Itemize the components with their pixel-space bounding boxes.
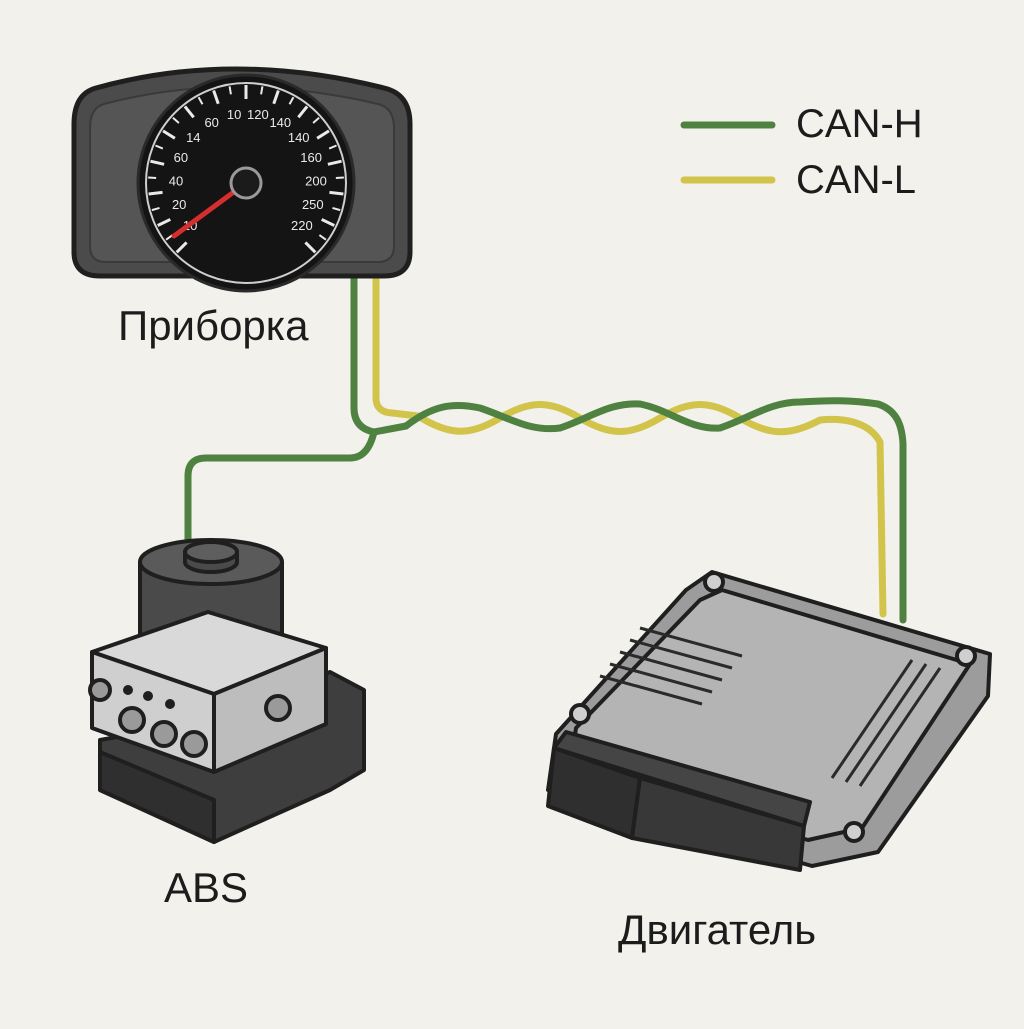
abs-can-h-wire bbox=[188, 432, 374, 548]
dial-number: 140 bbox=[269, 115, 291, 130]
dial-number: 40 bbox=[169, 174, 183, 189]
dial-tick bbox=[329, 192, 343, 194]
dial-number: 14 bbox=[186, 130, 200, 145]
legend-can-l-label: CAN-L bbox=[796, 158, 916, 203]
dial-number: 120 bbox=[247, 107, 269, 122]
legend-can-h-label: CAN-H bbox=[796, 102, 923, 147]
dial-number: 60 bbox=[174, 150, 188, 165]
instrument-cluster: 10204060146010120140140160200250220 bbox=[74, 69, 410, 291]
twisted-can-l-wire bbox=[418, 405, 883, 615]
dial-tick bbox=[149, 192, 163, 194]
dial-number: 160 bbox=[300, 150, 322, 165]
needle-hub bbox=[231, 168, 261, 198]
cluster-label: Приборка bbox=[118, 302, 308, 350]
dial-number: 220 bbox=[291, 218, 313, 233]
dial-number: 140 bbox=[288, 130, 310, 145]
dial-number: 10 bbox=[227, 107, 241, 122]
engine-label: Двигатель bbox=[618, 906, 816, 954]
cluster-can-l-wire bbox=[376, 276, 418, 416]
engine-ecu bbox=[548, 572, 990, 870]
dial-tick bbox=[261, 86, 262, 94]
twisted-can-h-wire bbox=[406, 401, 903, 620]
abs-unit bbox=[90, 540, 364, 842]
dial-number: 60 bbox=[204, 115, 218, 130]
abs-label: ABS bbox=[164, 864, 248, 912]
dial-number: 200 bbox=[305, 174, 327, 189]
dial-number: 20 bbox=[172, 197, 186, 212]
dial-tick bbox=[230, 86, 231, 94]
dial-number: 250 bbox=[302, 197, 324, 212]
